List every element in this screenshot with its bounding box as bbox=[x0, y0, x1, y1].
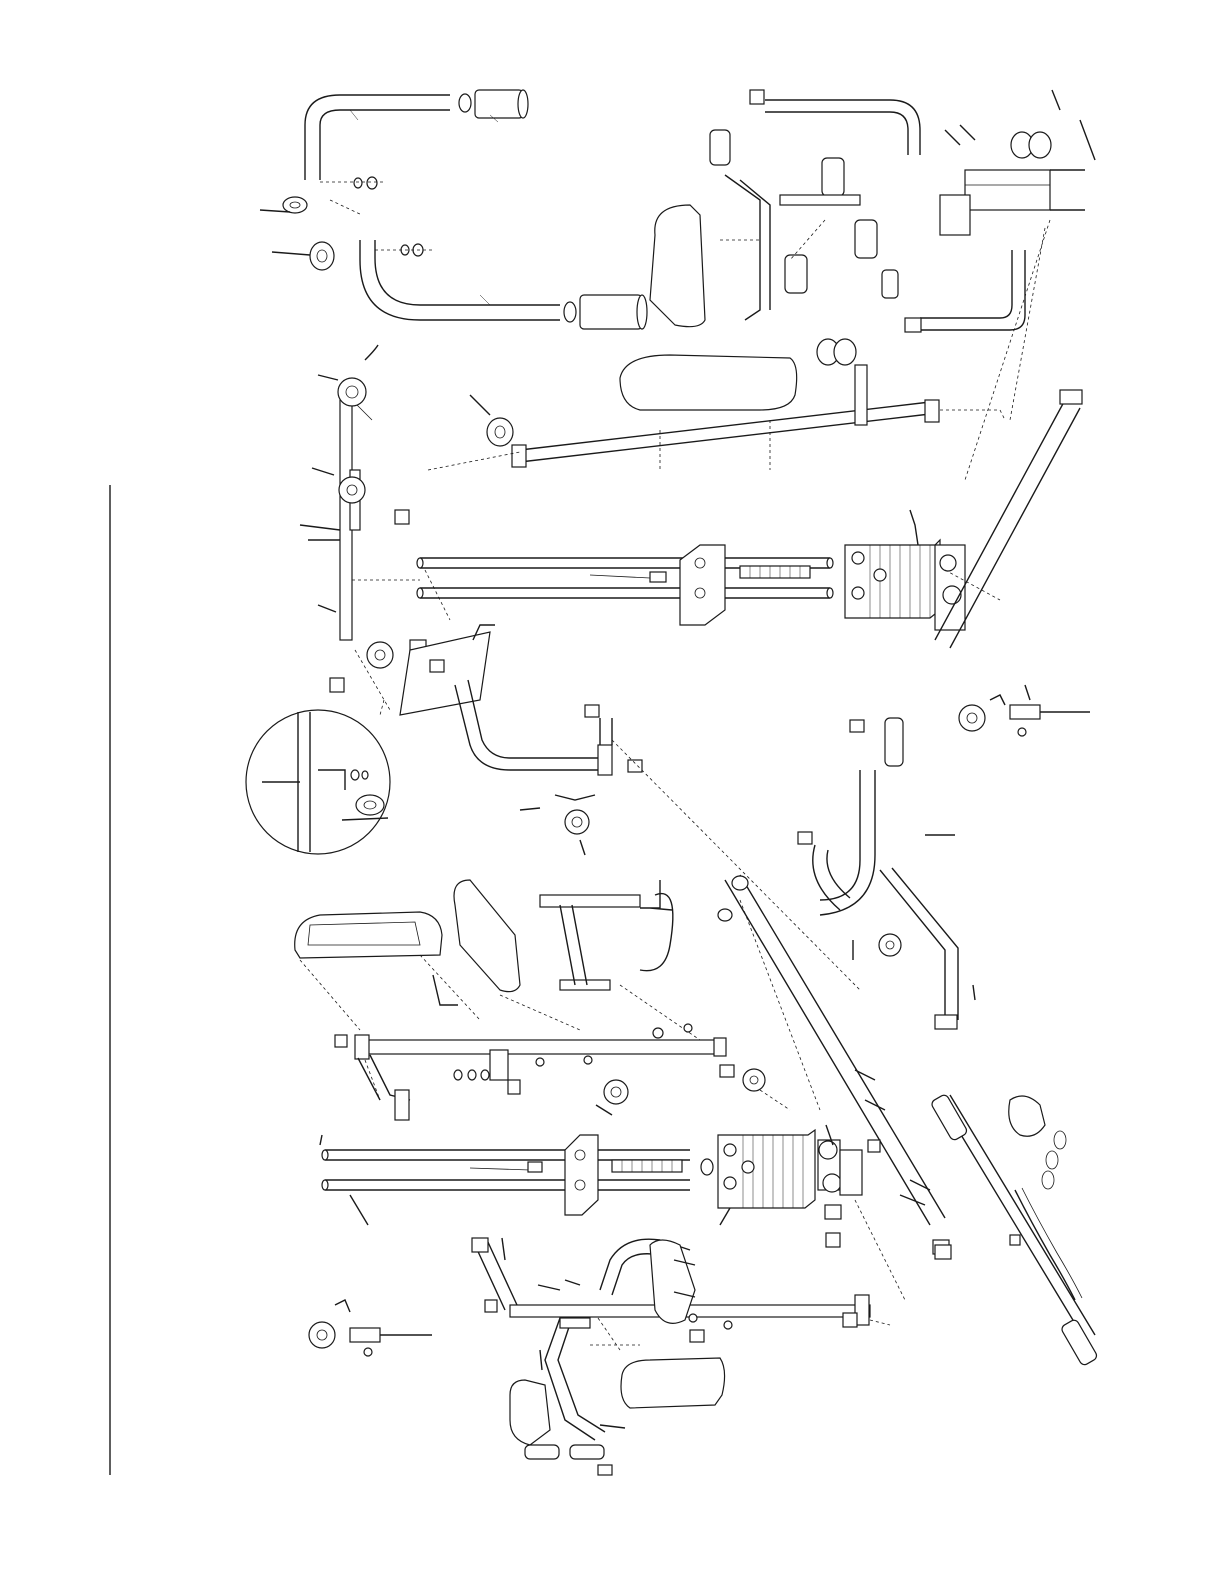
upper-frame-and-weight-stack bbox=[300, 345, 1082, 692]
accessories-bar-and-handles bbox=[930, 1093, 1098, 1366]
arm-assembly-top-left bbox=[260, 90, 647, 329]
hardware-connectors bbox=[508, 1065, 880, 1342]
bench-pads-and-backrest bbox=[295, 880, 700, 1040]
pulley-detail-circle bbox=[246, 650, 390, 854]
bench-and-leg-extension-bottom bbox=[309, 1238, 890, 1475]
cable-pulley-bracket-right bbox=[959, 685, 1090, 736]
seat-tube-and-handle-assembly bbox=[798, 718, 975, 1029]
leg-lever-assembly-top-right bbox=[650, 90, 1095, 480]
